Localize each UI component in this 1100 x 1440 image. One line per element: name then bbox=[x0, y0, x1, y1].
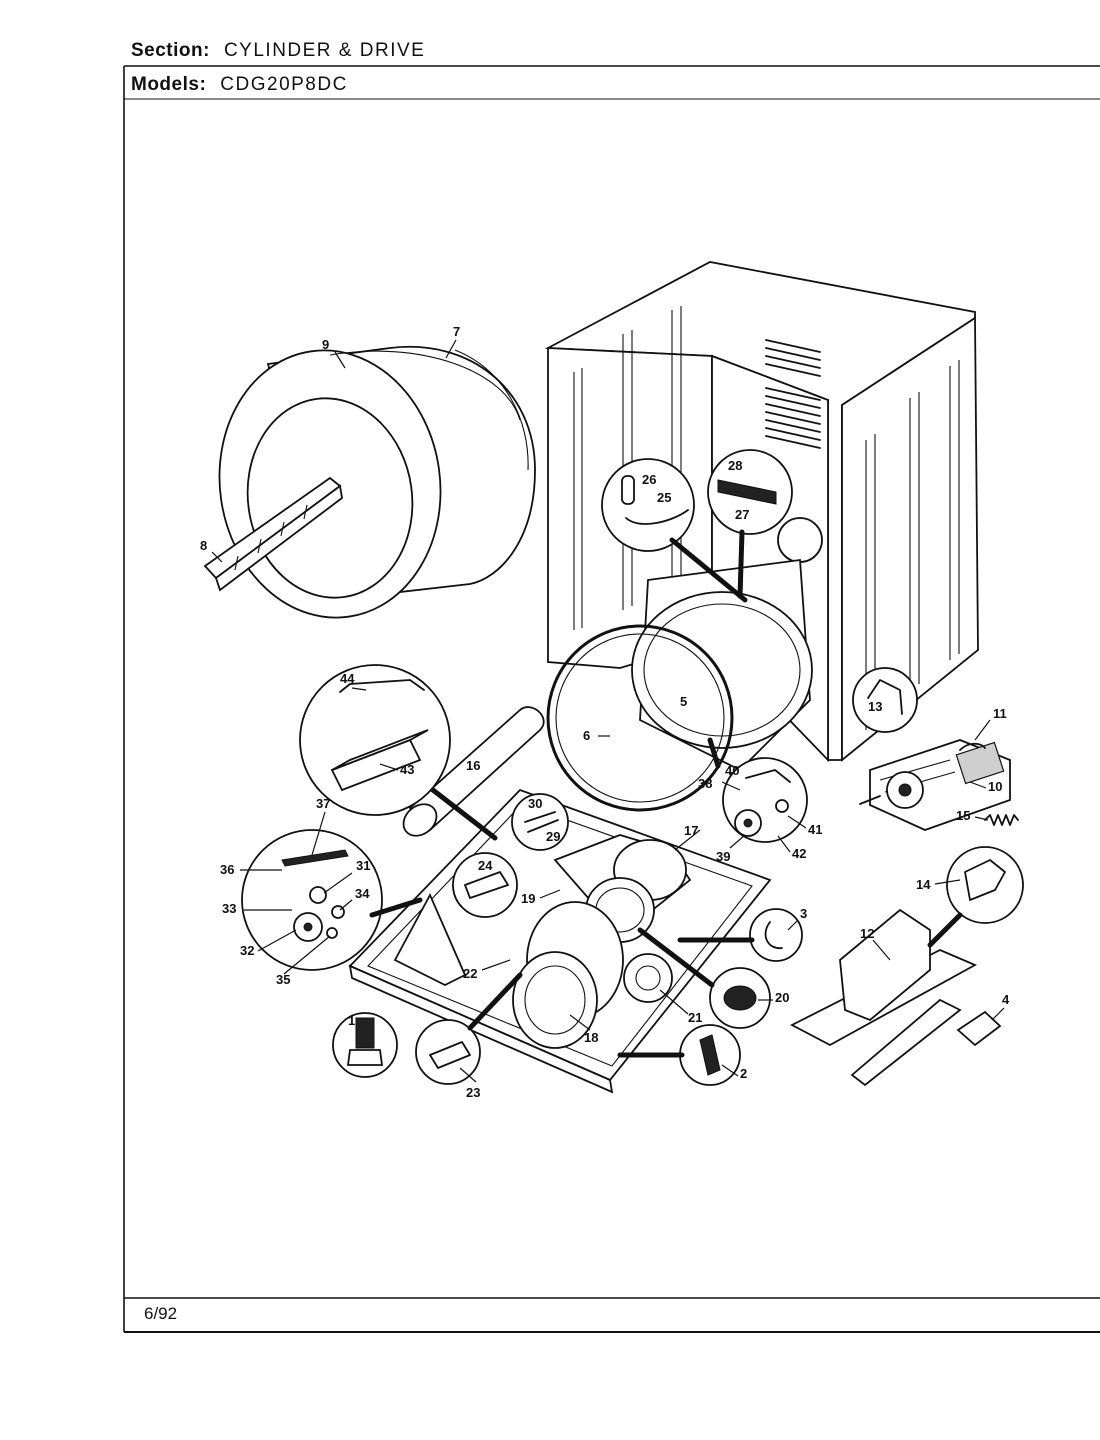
callout-1: 1 bbox=[348, 1013, 355, 1028]
callout-11: 11 bbox=[993, 706, 1007, 721]
detail-3 bbox=[677, 908, 803, 962]
models-header: Models: CDG20P8DC bbox=[131, 74, 348, 96]
detail-29-30 bbox=[511, 793, 569, 851]
detail-25-26 bbox=[601, 458, 748, 603]
callout-37: 37 bbox=[316, 796, 330, 811]
callout-28: 28 bbox=[728, 458, 742, 473]
revision-date: 6/92 bbox=[144, 1304, 178, 1323]
detail-20 bbox=[637, 927, 771, 1029]
callout-23: 23 bbox=[466, 1085, 480, 1100]
callout-9: 9 bbox=[322, 337, 329, 352]
callout-5: 5 bbox=[680, 694, 687, 709]
leveling-foot bbox=[332, 1012, 398, 1078]
callout-14: 14 bbox=[916, 877, 931, 892]
models-value: CDG20P8DC bbox=[220, 74, 348, 95]
callout-22: 22 bbox=[463, 966, 477, 981]
clip-4 bbox=[956, 1010, 1002, 1047]
callout-31: 31 bbox=[356, 858, 370, 873]
callout-18: 18 bbox=[584, 1030, 598, 1045]
callout-34: 34 bbox=[355, 886, 370, 901]
roller-16 bbox=[402, 706, 545, 841]
back-louvers bbox=[765, 339, 821, 449]
callout-27: 27 bbox=[735, 507, 749, 522]
callout-12: 12 bbox=[860, 926, 874, 941]
callout-42: 42 bbox=[792, 846, 806, 861]
detail-2 bbox=[617, 1024, 741, 1086]
callout-44: 44 bbox=[340, 671, 355, 686]
callout-6: 6 bbox=[583, 728, 590, 743]
callout-7: 7 bbox=[453, 324, 460, 339]
drive-assembly bbox=[512, 834, 692, 1049]
callout-38: 38 bbox=[698, 776, 712, 791]
callout-4: 4 bbox=[1002, 992, 1010, 1007]
callout-32: 32 bbox=[240, 943, 254, 958]
detail-31-36 bbox=[241, 829, 423, 971]
callout-33: 33 bbox=[222, 901, 236, 916]
callout-10: 10 bbox=[988, 779, 1002, 794]
callout-24: 24 bbox=[478, 858, 493, 873]
callout-13: 13 bbox=[868, 699, 882, 714]
callout-39: 39 bbox=[716, 849, 730, 864]
section-header: Section: CYLINDER & DRIVE bbox=[131, 40, 425, 62]
callout-15: 15 bbox=[956, 808, 970, 823]
drum-assembly bbox=[203, 345, 536, 619]
callout-8: 8 bbox=[200, 538, 207, 553]
callout-20: 20 bbox=[775, 990, 789, 1005]
detail-38-42 bbox=[707, 737, 808, 843]
motor-assembly bbox=[852, 667, 1019, 831]
callout-25: 25 bbox=[657, 490, 671, 505]
callout-19: 19 bbox=[521, 891, 535, 906]
callout-16: 16 bbox=[466, 758, 480, 773]
callout-36: 36 bbox=[220, 862, 234, 877]
callout-26: 26 bbox=[642, 472, 656, 487]
models-label: Models: bbox=[131, 74, 207, 95]
section-label: Section: bbox=[131, 40, 210, 61]
callout-43: 43 bbox=[400, 762, 414, 777]
leader-lines bbox=[211, 339, 1005, 1083]
callout-35: 35 bbox=[276, 972, 290, 987]
callout-2: 2 bbox=[740, 1066, 747, 1081]
detail-23 bbox=[415, 972, 523, 1085]
cabinet bbox=[544, 261, 979, 812]
detail-27-28 bbox=[707, 449, 793, 599]
callout-29: 29 bbox=[546, 829, 560, 844]
detail-24 bbox=[452, 852, 518, 918]
callout-21: 21 bbox=[688, 1010, 702, 1025]
page-frame bbox=[123, 65, 1100, 1333]
callout-17: 17 bbox=[684, 823, 698, 838]
callout-30: 30 bbox=[528, 796, 542, 811]
callout-41: 41 bbox=[808, 822, 822, 837]
bracket-12 bbox=[790, 846, 1024, 1087]
detail-43-44 bbox=[299, 664, 451, 816]
callout-3: 3 bbox=[800, 906, 807, 921]
section-value: CYLINDER & DRIVE bbox=[223, 40, 426, 61]
callout-40: 40 bbox=[725, 763, 739, 778]
